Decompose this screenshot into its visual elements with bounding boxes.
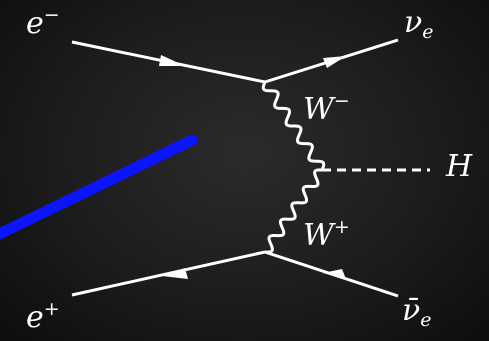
higgs-label: H	[446, 149, 473, 184]
neutrino-label: νe	[404, 5, 434, 43]
antineutrino-arrow	[323, 269, 346, 279]
w-minus-boson-line	[261, 81, 326, 171]
w-plus-boson-line	[264, 168, 323, 254]
w-plus-label: W+	[303, 216, 350, 253]
w-minus-label: W−	[303, 90, 350, 127]
antineutrino-label: ν̄e	[402, 293, 432, 331]
neutrino-arrow	[323, 56, 346, 68]
positron-line	[71, 250, 266, 297]
electron-label: e−	[26, 4, 60, 41]
positron-label: e+	[26, 298, 60, 335]
electron-arrow	[159, 55, 185, 66]
positron-arrow	[162, 268, 188, 279]
blue-pointer-stroke	[0, 134, 198, 240]
